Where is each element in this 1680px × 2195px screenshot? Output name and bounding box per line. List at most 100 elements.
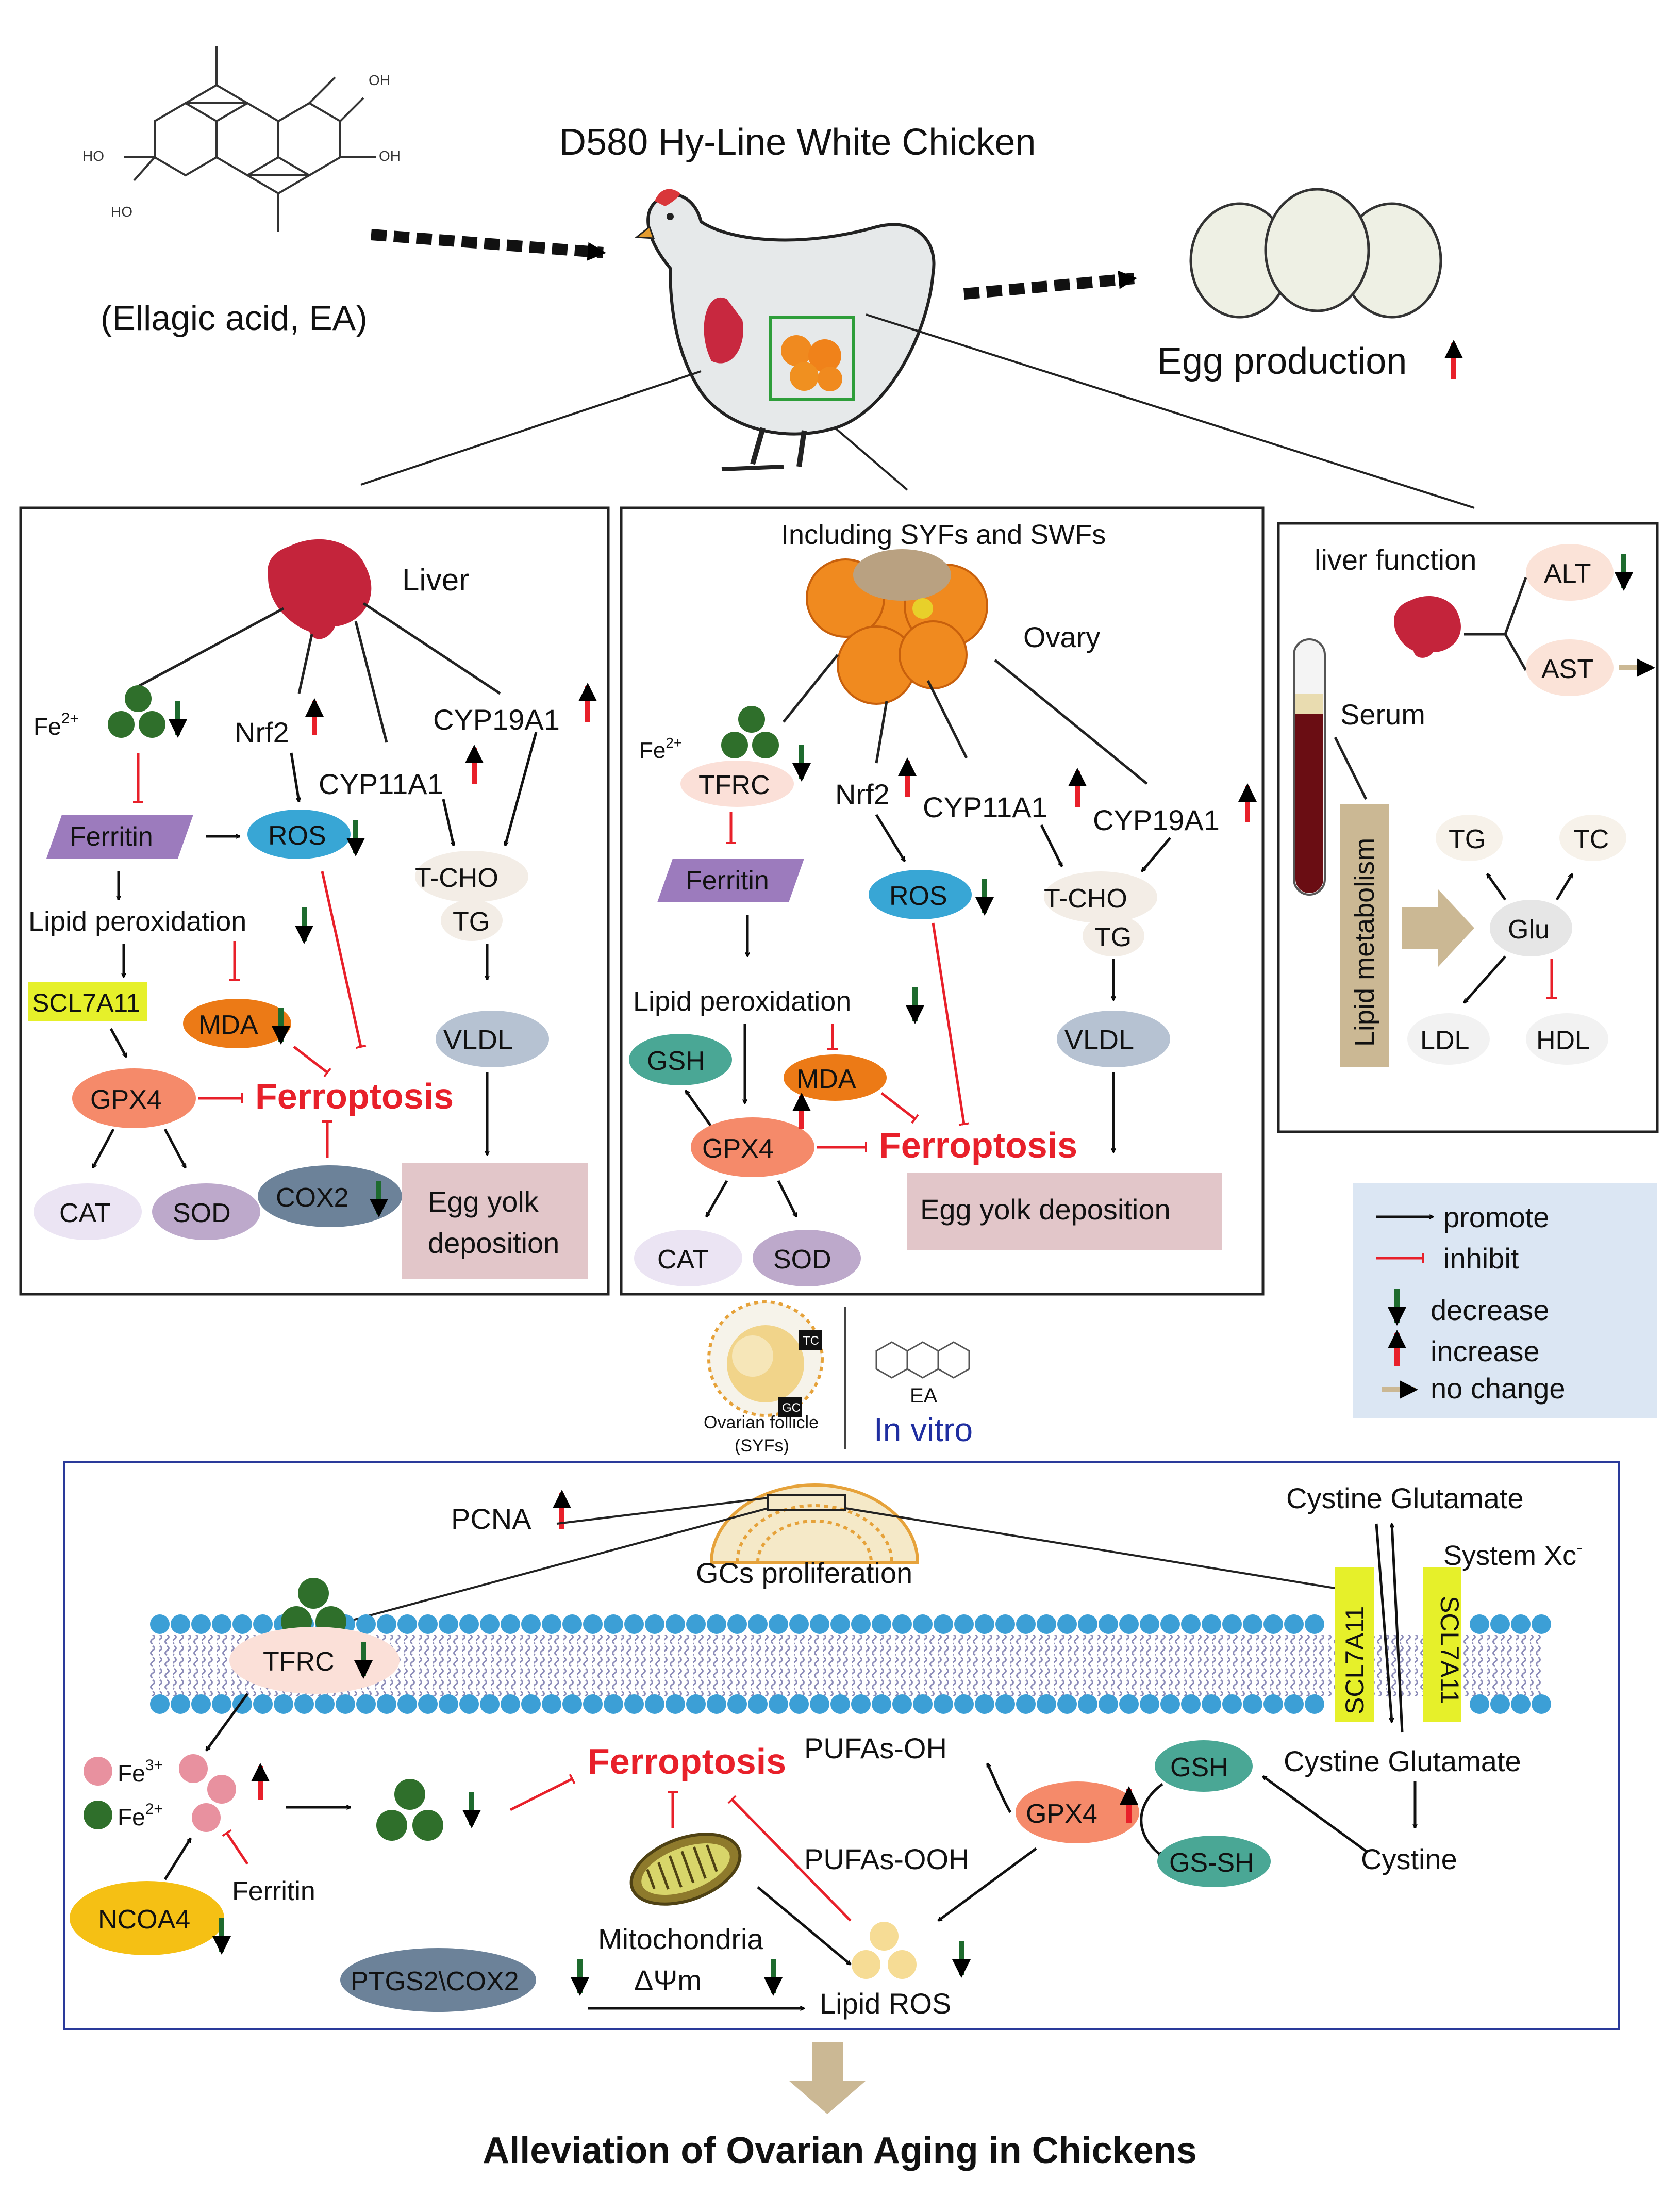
- phospholipid-head: [501, 1614, 520, 1634]
- phospholipid-head: [872, 1694, 891, 1714]
- ovary-icon: [806, 549, 988, 705]
- ldl-label: LDL: [1420, 1026, 1469, 1055]
- phospholipid-head: [377, 1614, 396, 1634]
- serum-panel: [1277, 522, 1659, 1133]
- phospholipid-head: [1222, 1614, 1242, 1634]
- phospholipid-head: [1243, 1614, 1262, 1634]
- inhibit-arrow: [880, 1092, 919, 1124]
- follicle-icon: [707, 1300, 824, 1417]
- vldl-label: VLDL: [443, 1025, 513, 1055]
- phospholipid-head: [191, 1614, 211, 1634]
- inhibit-arrow: [321, 871, 367, 1049]
- cell-panel: [63, 1461, 1620, 2030]
- gsh-ellipse: [1155, 1740, 1253, 1792]
- ferroptosis-label: Ferroptosis: [255, 1076, 454, 1116]
- gsh-label: GSH: [1170, 1753, 1228, 1783]
- promote-arrow: [1555, 874, 1574, 901]
- phospholipid-head: [191, 1694, 211, 1714]
- lipid-metabolism-box: [1340, 804, 1389, 1067]
- phospholipid-head: [377, 1694, 396, 1714]
- pufas-oh-label: PUFAs-OH: [804, 1732, 947, 1764]
- promote-arrow: [163, 1128, 187, 1168]
- legend-inhibit: inhibit: [1443, 1242, 1519, 1275]
- cox2-ellipse: [258, 1165, 402, 1227]
- egg-yolk-line2: deposition: [428, 1227, 559, 1259]
- chicken-illustration: [635, 189, 936, 471]
- nrf2-label: Nrf2: [835, 778, 890, 811]
- promote-arrow: [1040, 824, 1063, 866]
- big-arrow: [1402, 889, 1474, 967]
- phospholipid-head: [150, 1694, 170, 1714]
- phospholipid-head: [418, 1694, 438, 1714]
- phospholipid-head: [212, 1694, 231, 1714]
- ros-ellipse: [247, 810, 351, 859]
- phospholipid-head: [769, 1614, 788, 1634]
- animal-title: D580 Hy-Line White Chicken: [559, 122, 1036, 163]
- callout-lines: [298, 1497, 1351, 1636]
- phospholipid-head: [397, 1694, 417, 1714]
- sod-ellipse: [152, 1183, 260, 1240]
- promote-arrow: [505, 732, 538, 846]
- promote-arrow: [1375, 1523, 1392, 1722]
- iron-dots-icon: [721, 706, 779, 758]
- phospholipid-head: [150, 1614, 170, 1634]
- vldl-ellipse: [1057, 1011, 1170, 1067]
- phospholipid-head: [253, 1694, 273, 1714]
- tcho-ellipse: [415, 851, 528, 902]
- fe-label: Fe2+: [639, 735, 682, 763]
- lipid-peroxidation-label: Lipid peroxidation: [633, 986, 851, 1017]
- legend-increase: increase: [1431, 1335, 1540, 1367]
- ellagic-acid-structure: [124, 46, 376, 232]
- phospholipid-head: [748, 1694, 768, 1714]
- phospholipid-head: [954, 1614, 974, 1634]
- cat-label: CAT: [59, 1198, 111, 1228]
- promote-arrow: [757, 1886, 851, 1966]
- inhibit-arrow: [932, 922, 970, 1126]
- lipid-ros-label: Lipid ROS: [820, 1987, 951, 2020]
- egg-yolk-label: Egg yolk deposition: [920, 1193, 1171, 1226]
- liver-panel: [19, 506, 610, 1296]
- promote-arrow: [91, 1128, 115, 1168]
- sod-label: SOD: [173, 1198, 231, 1228]
- promote-arrow: [1140, 1783, 1162, 1858]
- ldl-ellipse: [1407, 1013, 1490, 1065]
- blood-tube-icon: [1293, 638, 1326, 896]
- phospholipid-head: [1511, 1614, 1531, 1634]
- phospholipid-head: [1532, 1614, 1551, 1634]
- phospholipid-head: [1119, 1614, 1139, 1634]
- phospholipid-head: [1263, 1614, 1283, 1634]
- mda-ellipse: [183, 999, 291, 1048]
- gs-sh-label: GS-SH: [1169, 1848, 1254, 1878]
- tc-label: TC: [1573, 824, 1609, 854]
- liver-branches: [138, 602, 501, 743]
- ast-label: AST: [1541, 654, 1593, 684]
- cyp11a1-label: CYP11A1: [923, 791, 1047, 823]
- tg-ellipse: [1083, 915, 1144, 956]
- cat-ellipse: [34, 1183, 142, 1240]
- phospholipid-head: [1016, 1694, 1036, 1714]
- phospholipid-head: [666, 1614, 685, 1634]
- phospholipid-head: [315, 1694, 335, 1714]
- phospholipid-head: [1037, 1614, 1056, 1634]
- phospholipid-head: [232, 1614, 252, 1634]
- phospholipid-head: [934, 1614, 953, 1634]
- iron-dots-icon: [376, 1779, 443, 1841]
- phospholipid-head: [707, 1614, 726, 1634]
- liver-icon: [268, 539, 372, 639]
- inhibit-arrow: [293, 1046, 331, 1078]
- ncoa4-ellipse: [70, 1881, 224, 1955]
- phospholipid-head: [459, 1694, 479, 1714]
- phospholipid-head: [892, 1694, 912, 1714]
- legend-no-change: no change: [1431, 1372, 1566, 1405]
- tfrc-label: TFRC: [263, 1647, 335, 1677]
- phospholipid-head: [686, 1694, 706, 1714]
- phospholipid-head: [1490, 1694, 1510, 1714]
- phospholipid-head: [1140, 1694, 1159, 1714]
- serum-label: Serum: [1340, 698, 1425, 731]
- sod-ellipse: [753, 1230, 861, 1286]
- delta-psi-label: ΔΨm: [634, 1964, 702, 1996]
- egg-yolk-box: [402, 1163, 588, 1279]
- lipid-peroxidation-label: Lipid peroxidation: [28, 906, 246, 937]
- mitochondria-label: Mitochondria: [598, 1923, 763, 1955]
- phospholipid-head: [583, 1694, 603, 1714]
